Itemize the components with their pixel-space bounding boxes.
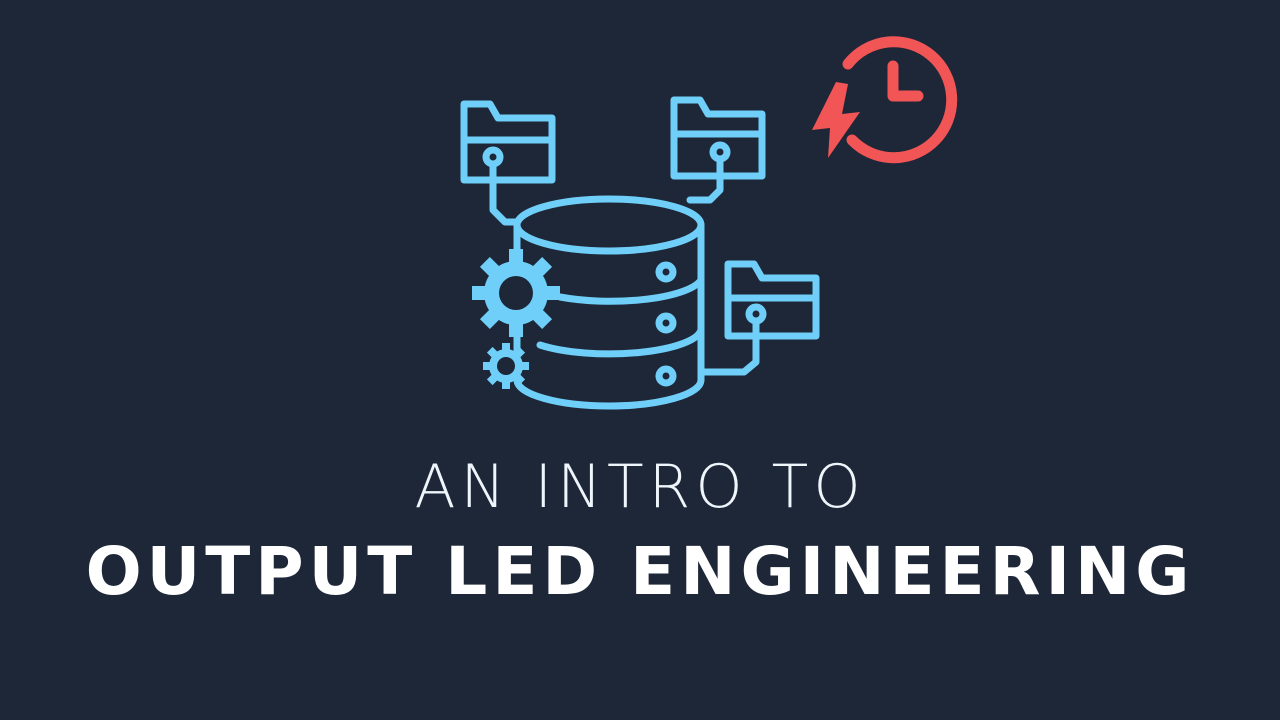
gear-icon (472, 249, 560, 389)
title-line-2: OUTPUT LED ENGINEERING (85, 533, 1195, 610)
folder-icon (699, 260, 820, 376)
clock-lightning-icon (812, 36, 958, 164)
hero-illustration (460, 36, 958, 410)
title-line-1: AN INTRO TO (414, 452, 866, 522)
database-icon (513, 195, 705, 410)
folder-icon (460, 100, 556, 226)
folder-icon (670, 96, 766, 204)
